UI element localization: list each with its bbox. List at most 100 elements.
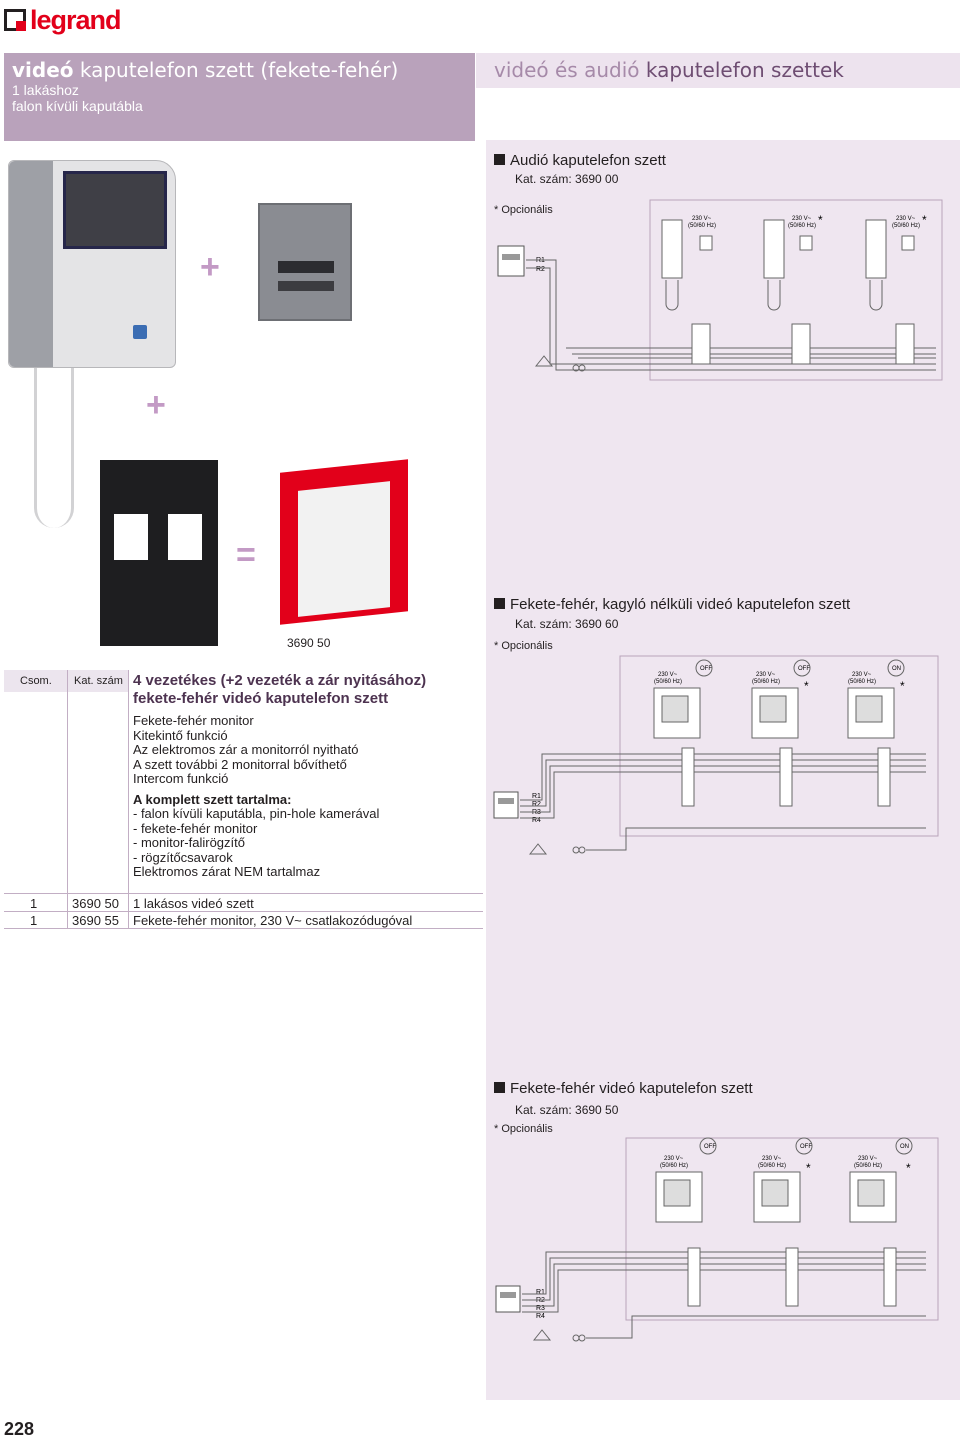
monitor-handset-housing [9,161,53,367]
contents-item: - rögzítőcsavarok [133,849,233,865]
table-row: 1 3690 55 Fekete-fehér monitor, 230 V~ c… [4,913,483,929]
svg-text:230 V~: 230 V~ [852,672,872,678]
right-header-title-rest: kaputelefon szettek [645,58,844,82]
svg-text:ON: ON [900,1144,909,1150]
section-3-title: Fekete-fehér videó kaputelefon szett [494,1080,753,1097]
svg-text:230 V~: 230 V~ [858,1156,878,1162]
svg-text:230 V~: 230 V~ [756,672,776,678]
monitor-image [8,160,176,368]
diagram1-handset-1: 230 V~ (50/60 Hz) [661,216,716,365]
audio-set-wiring-diagram: R1 R2 230 V~ (50/60 Hz) 230 V~ (50/60 Hz… [497,199,943,381]
section-3-title-text: Fekete-fehér videó kaputelefon szett [510,1080,753,1097]
table-divider [4,911,483,912]
svg-text:(50/60 Hz): (50/60 Hz) [848,679,876,685]
plus-sign-2: + [146,386,166,424]
section-2-title-text: Fekete-fehér, kagyló nélküli videó kaput… [510,596,851,613]
feature-item: A szett további 2 monitorral bővíthető [133,756,347,772]
row-qty: 1 [30,896,38,911]
svg-text:(50/60 Hz): (50/60 Hz) [660,1163,688,1169]
left-header: videó kaputelefon szett (fekete-fehér) 1… [4,53,475,141]
contents-item: Elektromos zárat NEM tartalmaz [133,864,321,879]
table-divider [4,893,483,894]
equals-sign: = [236,536,256,574]
svg-text:OFF: OFF [704,1144,716,1150]
row-qty: 1 [30,913,38,928]
contents-heading: A komplett szett tartalma: [133,791,292,807]
svg-text:*: * [806,1161,811,1175]
right-header-title-accent: videó és audió [494,58,640,82]
diagram1-label-r2: R2 [536,266,545,273]
door-panel-nameplate [278,261,334,273]
left-header-subtitle-2: falon kívüli kaputábla [12,98,143,114]
diagram2-label-r4: R4 [532,817,541,824]
svg-text:230 V~: 230 V~ [792,216,812,222]
section-1-optional: * Opcionális [494,204,553,216]
contents-item: - falon kívüli kaputábla, pin-hole kamer… [133,806,380,821]
bracket-hole-left [114,514,148,560]
feature-item: Intercom funkció [133,771,229,786]
handset-cord-image [34,368,74,528]
diagram2-monitor-1: 230 V~ (50/60 Hz) OFF [653,659,713,807]
bullet-square-icon [494,154,505,165]
svg-text:OFF: OFF [798,666,810,672]
page-number: 228 [4,1419,35,1439]
feature-item: Fekete-fehér monitor [133,713,254,728]
diagram2-monitor-2: 230 V~ (50/60 Hz) OFF * [751,659,811,807]
section-1-title: Audió kaputelefon szett [494,152,666,169]
packaging-box-image [280,459,408,625]
wall-bracket-image [100,460,218,646]
diagram2-label-r1: R1 [532,793,541,800]
col-header-cat: Kat. szám [74,675,123,687]
diagram3-monitor-1: 230 V~ (50/60 Hz) OFF [655,1137,717,1307]
bw-no-handset-wiring-diagram: R1 R2 R3 R4 230 V~ (50/60 Hz) OFF 230 V~… [493,655,939,855]
bw-video-wiring-diagram: R1 R2 R3 R4 230 V~ (50/60 Hz) OFF 230 V~… [495,1137,939,1342]
svg-text:(50/60 Hz): (50/60 Hz) [892,223,920,229]
svg-text:230 V~: 230 V~ [692,216,712,222]
legrand-logo-text: legrand [30,4,122,35]
left-header-title-accent: videó [12,58,74,82]
door-panel-image [258,203,352,321]
col-header-qty: Csom. [20,675,52,687]
diagram3-monitor-2: 230 V~ (50/60 Hz) OFF * [753,1137,813,1307]
svg-text:(50/60 Hz): (50/60 Hz) [752,679,780,685]
svg-text:230 V~: 230 V~ [896,216,916,222]
svg-text:*: * [922,213,927,227]
svg-text:*: * [906,1161,911,1175]
svg-text:OFF: OFF [800,1144,812,1150]
table-header-bar [4,670,128,692]
legrand-logo: legrand [4,4,128,36]
set-code-label: 3690 50 [287,636,331,650]
feature-item: Az elektromos zár a monitorról nyitható [133,742,359,757]
column-divider-2 [128,670,129,928]
bullet-square-icon [494,598,505,609]
bracket-hole-right [168,514,202,560]
section-2-title: Fekete-fehér, kagyló nélküli videó kaput… [494,596,850,613]
table-row: 1 3690 50 1 lakásos videó szett [4,896,483,912]
svg-text:(50/60 Hz): (50/60 Hz) [758,1163,786,1169]
svg-text:*: * [818,213,823,227]
svg-text:*: * [900,679,905,693]
packaging-box-face [298,481,390,617]
diagram3-monitor-3: 230 V~ (50/60 Hz) ON * [849,1137,913,1307]
left-header-title-rest: kaputelefon szett (fekete-fehér) [79,58,399,82]
section-3-optional: * Opcionális [494,1123,553,1135]
left-header-subtitle-1: 1 lakáshoz [12,82,79,98]
diagram3-label-r4: R4 [536,1313,545,1320]
svg-text:(50/60 Hz): (50/60 Hz) [688,223,716,229]
row-desc: 1 lakásos videó szett [133,896,254,911]
plus-sign-1: + [200,248,220,286]
section-2-cat: Kat. szám: 3690 60 [515,617,619,631]
svg-text:OFF: OFF [700,666,712,672]
svg-text:ON: ON [892,666,901,672]
svg-text:230 V~: 230 V~ [658,672,678,678]
feature-item: Kitekintő funkció [133,727,228,743]
svg-text:230 V~: 230 V~ [762,1156,782,1162]
row-desc: Fekete-fehér monitor, 230 V~ csatlakozód… [133,913,413,928]
section-2-optional: * Opcionális [494,640,553,652]
svg-text:(50/60 Hz): (50/60 Hz) [654,679,682,685]
diagram3-label-r1: R1 [536,1289,545,1296]
legrand-logo-mark-icon [4,9,26,31]
svg-text:*: * [804,679,809,693]
table-divider [4,928,483,929]
section-1-cat: Kat. szám: 3690 00 [515,172,619,186]
